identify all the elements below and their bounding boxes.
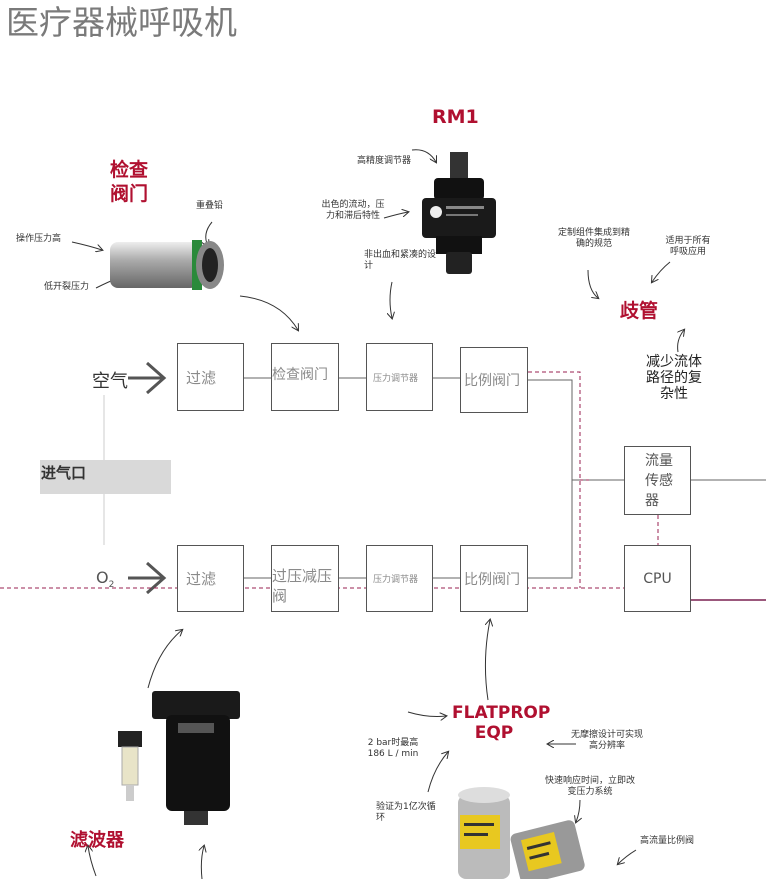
flatprop-image <box>458 787 585 879</box>
oxygen-label: O2 <box>96 568 114 590</box>
filter-bottom-box: 过滤 <box>177 545 244 612</box>
flatprop-note-response: 快速响应时间，立即改变压力系统 <box>544 776 635 797</box>
inlet-label: 进气口 <box>40 460 171 494</box>
manifold-note-reduce: 减少流体路径的复杂性 <box>646 354 702 402</box>
manifold-title: 歧管 <box>620 300 659 322</box>
rm1-note-flow: 出色的流动，压力和滞后特性 <box>321 200 385 221</box>
flatprop-title: FLATPROP EQP <box>452 703 551 743</box>
regulator-top-box: 压力调节器 <box>366 343 433 411</box>
cpu-box: CPU <box>624 545 691 612</box>
check-valve-box: 检查阀门 <box>271 343 339 411</box>
filter-image <box>118 691 240 825</box>
flatprop-note-cycles: 验证为1亿次循环 <box>376 802 436 823</box>
relief-valve-box: 过压减压阀 <box>271 545 339 612</box>
flatprop-note-flow: 2 bar时最高186 L / min <box>367 738 419 759</box>
check-valve-note-pressure: 操作压力高 <box>16 234 62 244</box>
box-label: 过压减压阀 <box>272 567 333 605</box>
box-label: 流量传感器 <box>645 452 673 509</box>
flatprop-note-friction: 无摩擦设计可实现高分辨率 <box>570 730 643 751</box>
flatprop-note-high-flow: 高流量比例阀 <box>640 836 695 846</box>
filter-top-box: 过滤 <box>177 343 244 411</box>
box-label: 检查阀门 <box>272 367 328 383</box>
check-valve-title: 检查阀门 <box>104 158 166 206</box>
box-label: 过滤 <box>186 368 217 387</box>
flatprop-title-line2: EQP <box>474 723 514 743</box>
flow-sensor-box: 流量传感器 <box>624 446 691 515</box>
rm1-note-precision: 高精度调节器 <box>356 156 411 166</box>
page-title: 医疗器械呼吸机 <box>6 3 237 42</box>
check-valve-image <box>110 240 224 290</box>
box-label: 过滤 <box>186 570 217 588</box>
prop-valve-bottom-box: 比例阀门 <box>460 545 528 612</box>
check-valve-note-seal: 重叠铅 <box>196 201 224 211</box>
rm1-image <box>422 152 496 274</box>
oxygen-symbol: O <box>96 568 109 587</box>
check-valve-note-crack: 低开裂压力 <box>44 282 90 292</box>
oxygen-subscript: 2 <box>108 580 115 591</box>
rm1-note-design: 非出血和紧凑的设计 <box>364 250 437 271</box>
prop-valve-top-box: 比例阀门 <box>460 347 528 413</box>
filter-title: 滤波器 <box>70 830 124 851</box>
box-label: 比例阀门 <box>464 373 520 389</box>
manifold-note-apps: 适用于所有呼吸应用 <box>665 236 711 257</box>
box-label: 压力调节器 <box>373 575 419 585</box>
rm1-title: RM1 <box>432 106 479 128</box>
manifold-note-custom: 定制组件集成到精确的规范 <box>557 228 630 249</box>
regulator-bottom-box: 压力调节器 <box>366 545 433 612</box>
air-label: 空气 <box>92 371 128 392</box>
flatprop-title-line1: FLATPROP <box>452 703 551 723</box>
check-valve-title-text: 检查阀门 <box>110 159 149 205</box>
box-label: 比例阀门 <box>464 571 520 588</box>
box-label: 压力调节器 <box>373 373 419 384</box>
box-label: CPU <box>643 570 672 587</box>
